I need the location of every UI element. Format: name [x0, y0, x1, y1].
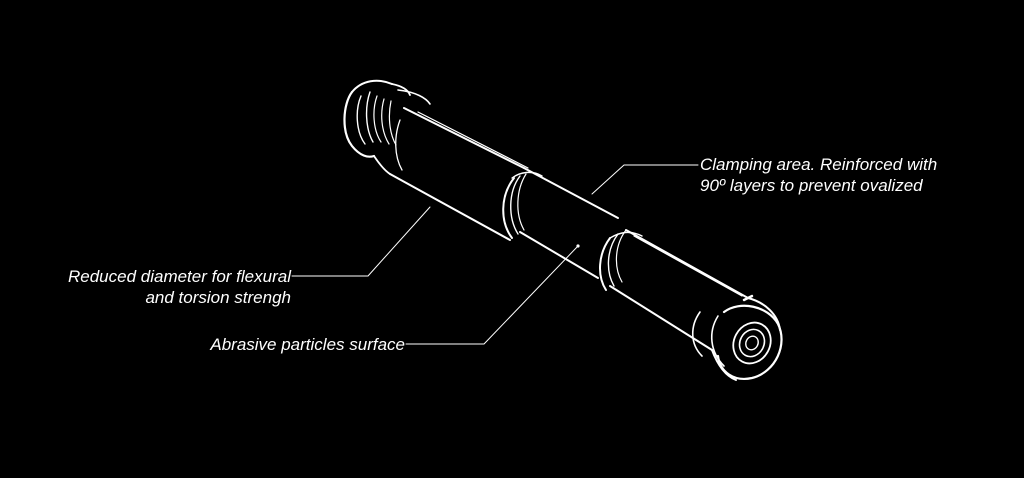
tube-body [389, 107, 749, 351]
abrasive-marker-dot [576, 244, 580, 248]
callout-clamping: Clamping area. Reinforced with 90º layer… [700, 154, 937, 196]
callout-clamping-line2: 90º layers to prevent ovalized [700, 176, 923, 195]
callout-abrasive: Abrasive particles surface [210, 334, 405, 355]
callout-clamping-line1: Clamping area. Reinforced with [700, 155, 938, 174]
callout-reduced-line2: and torsion strengh [145, 288, 291, 307]
leader-abrasive [405, 245, 579, 345]
collar-ring-2 [599, 229, 643, 291]
callout-reduced-diameter: Reduced diameter for flexural and torsio… [68, 266, 291, 308]
leader-lines [291, 164, 699, 345]
leader-clamping [591, 164, 699, 195]
callout-reduced-line1: Reduced diameter for flexural [67, 267, 291, 286]
collar-ring-1 [502, 171, 543, 239]
left-end-cap [343, 79, 431, 175]
leader-reduced-diameter [291, 206, 431, 277]
right-end-cap [691, 294, 783, 381]
callout-abrasive-line1: Abrasive particles surface [210, 335, 405, 354]
